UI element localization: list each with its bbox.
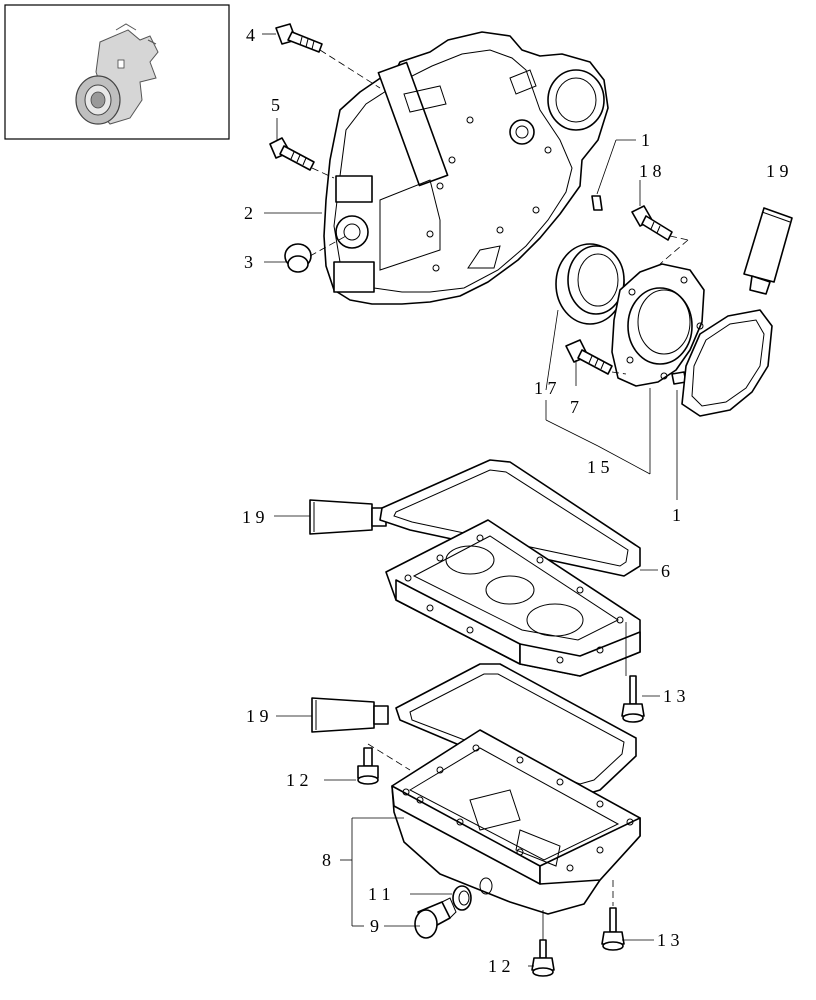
callout-6: 6	[661, 561, 670, 581]
callout-4: 4	[246, 25, 255, 45]
oil-pan-upper-gasket	[379, 459, 641, 577]
locator-thumbnail	[4, 4, 230, 140]
callout-13-lower: 1 3	[657, 930, 680, 950]
callout-11: 1 1	[368, 884, 391, 904]
bolt-18	[631, 205, 673, 241]
callout-12-upper: 1 2	[286, 770, 309, 790]
bolt-13-upper	[621, 675, 645, 723]
callout-19-low: 1 9	[246, 706, 269, 726]
dowel-pin-upper	[591, 195, 603, 211]
bolt-12-upper	[357, 747, 379, 785]
callout-7: 7	[570, 397, 579, 417]
bolt-4	[275, 23, 323, 53]
callout-15: 1 5	[587, 457, 610, 477]
callout-19-mid: 1 9	[242, 507, 265, 527]
callout-1-mid: 1	[672, 505, 681, 525]
drain-plug	[414, 897, 457, 939]
callout-17: 1 7	[534, 378, 557, 398]
callout-5: 5	[271, 95, 280, 115]
plug-3	[284, 243, 312, 273]
oil-pan-upper-frame	[385, 519, 641, 677]
callout-9: 9	[370, 916, 379, 936]
callout-3: 3	[244, 252, 253, 272]
callout-2: 2	[244, 203, 253, 223]
callout-1-top: 1	[641, 130, 650, 150]
bolt-17	[565, 339, 613, 375]
flywheel-housing	[323, 31, 609, 305]
callout-12-lower: 1 2	[488, 956, 511, 976]
callout-13-upper: 1 3	[663, 686, 686, 706]
crankshaft-seal-ring	[555, 243, 625, 325]
callout-8: 8	[322, 850, 331, 870]
leader-lines	[262, 33, 689, 967]
callout-18: 1 8	[639, 161, 662, 181]
oil-pan	[391, 729, 641, 915]
rear-cover-gasket	[681, 309, 773, 417]
sealant-tube-upper	[743, 207, 793, 295]
sealant-tube-mid	[309, 499, 387, 535]
bolt-5	[269, 137, 315, 171]
drain-plug-washer	[452, 885, 472, 911]
seal-carrier-plate	[611, 263, 705, 387]
sealant-tube-lower	[311, 697, 389, 733]
callout-labels: 1 1 8 1 9 4 5 2 3 1 7 7 1 5 1 1 9 6 1 3 …	[242, 25, 789, 976]
bolt-13-lower	[601, 907, 625, 951]
callout-19-top: 1 9	[766, 161, 789, 181]
bolt-12-lower	[531, 939, 555, 977]
